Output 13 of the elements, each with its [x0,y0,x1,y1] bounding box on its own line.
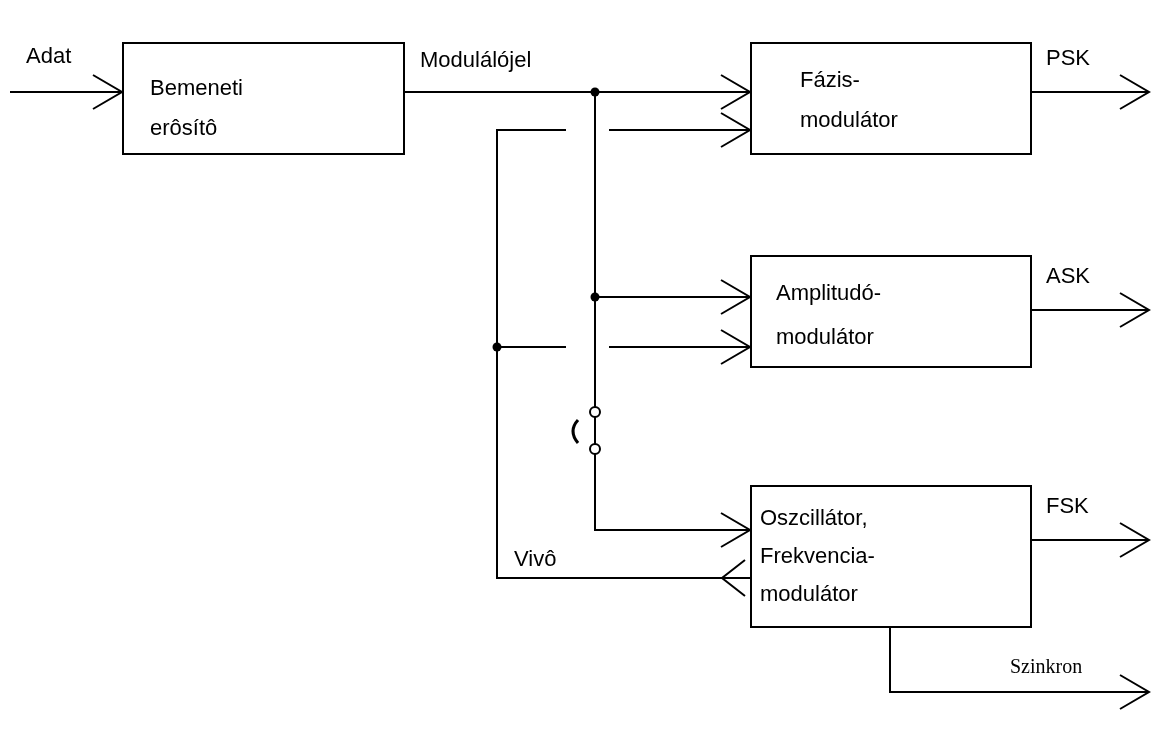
connector-arrow [1031,522,1150,558]
block-box [750,255,1032,368]
block-label: Amplitudó- modulátor [776,279,883,351]
block-label: Oszcillátor, Frekvencia- modulátor [760,504,876,608]
connector-arrow [1031,292,1150,328]
connector-arrow [889,627,1150,710]
block-label: Bemeneti erôsítô [150,74,244,142]
block-box [750,42,1032,155]
connector-arrow [9,74,123,110]
connector-arrow [1031,74,1150,110]
block-box [750,485,1032,628]
block-box [122,42,405,155]
block-label: Fázis- modulátor [800,66,899,134]
